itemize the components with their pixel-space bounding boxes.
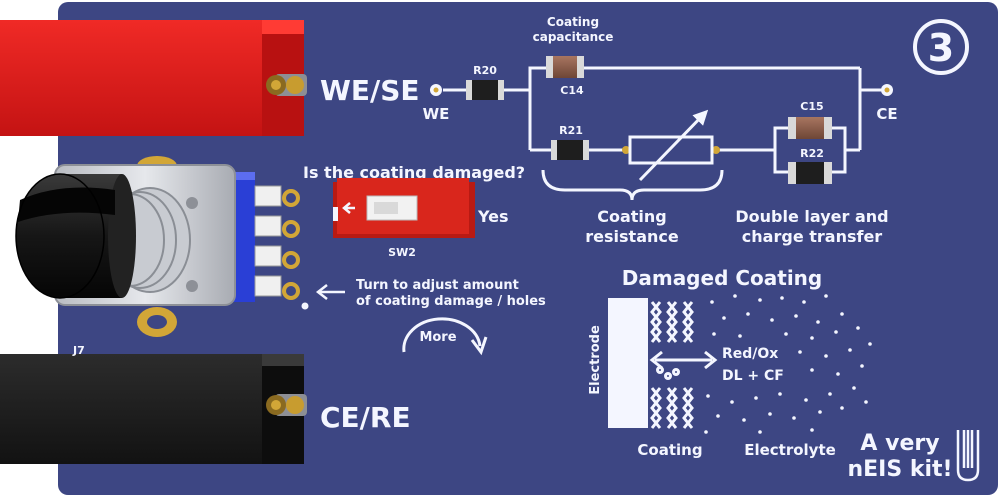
- ce-re-label: CE/RE: [320, 401, 411, 434]
- diagram-title: Damaged Coating: [622, 266, 822, 290]
- pot-designator: J7: [72, 344, 85, 357]
- brand-line1: A very: [860, 431, 939, 456]
- we-label: WE: [423, 105, 450, 123]
- coating-resistance-line2: resistance: [585, 227, 679, 246]
- coating-label: Coating: [637, 441, 702, 459]
- redox-label: Red/Ox: [722, 346, 778, 362]
- electrode-comb-logo-icon: [956, 430, 980, 482]
- capacitor-c14: [546, 56, 584, 78]
- potentiometer[interactable]: [15, 156, 300, 337]
- switch-designator: SW2: [388, 246, 416, 259]
- dl-cf-label: DL + CF: [722, 368, 784, 384]
- electrolyte-label: Electrolyte: [744, 441, 836, 459]
- resistor-r22: [788, 162, 832, 184]
- step-badge: 3: [913, 19, 969, 75]
- double-layer-line1: Double layer and: [735, 207, 888, 226]
- we-se-label: WE/SE: [320, 74, 420, 107]
- switch-question: Is the coating damaged?: [303, 163, 525, 182]
- pin-one-marker: [301, 302, 309, 310]
- ce-re-connector[interactable]: [0, 354, 307, 464]
- brand-line2: nEIS kit!: [847, 457, 952, 482]
- c14-label: C14: [560, 84, 584, 97]
- variable-resistor-icon: [622, 109, 720, 182]
- r22-label: R22: [800, 147, 824, 160]
- more-label: More: [419, 330, 456, 345]
- electrode-label: Electrode: [588, 325, 603, 395]
- pot-instruction-arrow: [315, 284, 345, 300]
- double-layer-line2: charge transfer: [742, 227, 883, 246]
- c15-label: C15: [800, 100, 823, 113]
- circuit-wires: [443, 66, 885, 174]
- r21-label: R21: [559, 124, 583, 137]
- double-arrow-icon: [649, 350, 718, 370]
- coating-layer-icon: [650, 301, 694, 429]
- more-rotate-arrow-icon: [402, 317, 488, 356]
- coating-capacitance-line2: capacitance: [533, 30, 614, 44]
- electrolyte-particles: [704, 294, 872, 434]
- coating-resistance-brace: [541, 169, 724, 201]
- pot-instruction-line2: of coating damage / holes: [356, 294, 546, 309]
- r20-label: R20: [473, 64, 497, 77]
- capacitor-c15: [788, 117, 832, 139]
- we-se-connector[interactable]: [0, 20, 307, 136]
- coating-damage-switch[interactable]: [333, 178, 475, 238]
- electrode-block: [608, 298, 648, 428]
- ce-label: CE: [876, 105, 897, 123]
- switch-yes-label: Yes: [477, 207, 509, 226]
- step-badge-number: 3: [928, 26, 954, 70]
- coating-resistance-line1: Coating: [597, 207, 667, 226]
- coating-capacitance-line1: Coating: [547, 15, 599, 29]
- pot-pins: [254, 185, 300, 300]
- pot-instruction-line1: Turn to adjust amount: [356, 278, 519, 293]
- resistor-r21: [551, 140, 589, 160]
- switch-no-marker: [333, 207, 338, 221]
- resistor-r20: [466, 80, 504, 100]
